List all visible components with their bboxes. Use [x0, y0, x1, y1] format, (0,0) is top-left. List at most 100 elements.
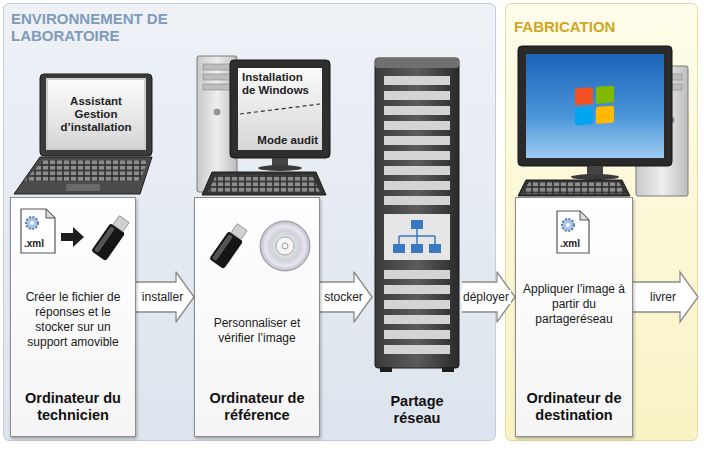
server-tower-icon: [411, 244, 423, 253]
card-icons: [195, 198, 319, 316]
server-tower-icon: [384, 121, 450, 130]
destination-pc-illustration: [522, 182, 625, 194]
destination-pc-illustration: [596, 86, 614, 104]
region-title: FABRICATION: [514, 18, 697, 35]
screen-text: Assistant Gestion d’installation: [48, 95, 144, 134]
step-description: Appliquer l’image à partir du partagerés…: [516, 282, 632, 327]
file-outline: [21, 209, 55, 253]
destination-pc-illustration: [575, 86, 614, 126]
usb-stick-icon: [113, 216, 129, 232]
screen-text-box: Assistant Gestion d’installation: [48, 80, 144, 148]
server-tower-icon: [434, 236, 436, 244]
usb-stick-icon: [91, 214, 132, 261]
server-tower-icon: [384, 106, 450, 115]
server-tower-icon: [384, 214, 450, 260]
destination-pc-illustration: [596, 106, 614, 124]
server-tower-icon: [384, 181, 450, 190]
file-fold: [580, 211, 589, 220]
card-spacer: [195, 346, 319, 390]
gear-icon: [562, 219, 574, 231]
server-tower-icon: [411, 220, 423, 229]
desktop-pc-illustration: [258, 165, 302, 171]
destination-pc-illustration: [587, 166, 603, 175]
region-title: ENVIRONNEMENT DE LABORATOIRE: [11, 10, 201, 44]
edge-label-anchor: installer: [140, 290, 185, 304]
usb-stick-icon: [94, 226, 115, 253]
cd-icon: [282, 243, 288, 249]
desktop-pc-illustration: [203, 64, 231, 70]
edge-label: stocker: [322, 290, 365, 304]
computer-card: Créer le fichier de réponses et le stock…: [10, 197, 136, 437]
edge-label: déployer: [461, 290, 511, 304]
laptop-illustration: [66, 184, 100, 191]
computer-name: Ordinateur du technicien: [11, 390, 135, 424]
destination-pc-illustration: [575, 87, 593, 105]
gear-icon: [30, 221, 34, 225]
screen-text-box: Installation de WindowsMode audit: [238, 68, 322, 150]
desktop-pc-illustration: [272, 158, 288, 166]
server-tower-icon: [416, 229, 418, 236]
label-anchor: livrer: [648, 290, 678, 304]
region-band: ENVIRONNEMENT DE LABORATOIRE Assistant Ge…: [3, 3, 496, 441]
server-name: Partage réseau: [372, 393, 462, 427]
laptop-illustration: [14, 157, 152, 194]
server-tower-icon: [384, 151, 450, 160]
computer-card: Appliquer l’image à partir du partagerés…: [515, 197, 633, 437]
server-tower-icon: [380, 367, 392, 372]
file-fold: [46, 209, 55, 218]
usb-stick-icon: [212, 234, 233, 261]
card-spacer: [516, 327, 632, 390]
screen-divider: [240, 104, 320, 114]
cd-icon: [260, 221, 310, 271]
usb-stick-icon: [231, 224, 247, 240]
server-tower-icon: [384, 136, 450, 145]
file-extension: .xml: [556, 238, 590, 254]
server-tower-icon: [429, 244, 441, 253]
card-spacer: [11, 350, 135, 390]
server-tower-icon: [384, 285, 450, 294]
server-tower-icon: [384, 345, 450, 354]
server-tower-icon: [384, 270, 450, 279]
desktop-pc-illustration: [208, 175, 320, 192]
server-tower-icon: [372, 56, 462, 374]
desktop-pc-illustration: [202, 172, 326, 195]
server-tower-icon: [416, 236, 418, 244]
destination-pc-illustration: [571, 174, 619, 180]
cd-icon: [260, 221, 310, 271]
arrow-icon: [61, 227, 84, 247]
arrow-label: livrer: [648, 290, 678, 304]
computer-name: Ordinateur de référence: [195, 390, 319, 424]
desktop-pc-illustration: [230, 60, 330, 158]
file-extension: .xml: [20, 238, 56, 254]
laptop-illustration: [40, 74, 152, 156]
xml-file-icon: .xml: [20, 208, 56, 254]
desktop-pc-illustration: [214, 109, 220, 115]
server-tower-icon: [398, 236, 400, 244]
deliver-arrow: [633, 272, 698, 322]
server-tower-icon: [375, 58, 459, 368]
server-tower-icon: [384, 91, 450, 100]
destination-pc-illustration: [518, 180, 630, 196]
gear-icon: [566, 223, 570, 227]
server-tower-icon: [442, 367, 454, 372]
cd-icon: [276, 237, 294, 255]
laptop-illustration: [46, 78, 146, 150]
laptop-illustration: [24, 160, 148, 181]
computer-name: Ordinateur de destination: [516, 390, 632, 424]
server-tower-icon: [384, 300, 450, 309]
server-tower-icon: [384, 315, 450, 324]
computer-card: Personnaliser et vérifier l’imageOrdinat…: [194, 197, 320, 437]
desktop-pc-illustration: [197, 56, 330, 195]
destination-pc-illustration: [518, 46, 688, 196]
step-description: Personnaliser et vérifier l’image: [195, 316, 319, 346]
block-arrow: [136, 272, 194, 322]
server-tower-icon: [384, 196, 450, 205]
arrow-icon: [61, 227, 84, 247]
deliver-arrow: [633, 272, 698, 322]
server-tower-icon: [393, 244, 405, 253]
server-tower-icon: [384, 166, 450, 175]
gear-icon: [26, 217, 38, 229]
destination-pc-illustration: [518, 46, 672, 166]
laptop-illustration: [14, 74, 152, 194]
